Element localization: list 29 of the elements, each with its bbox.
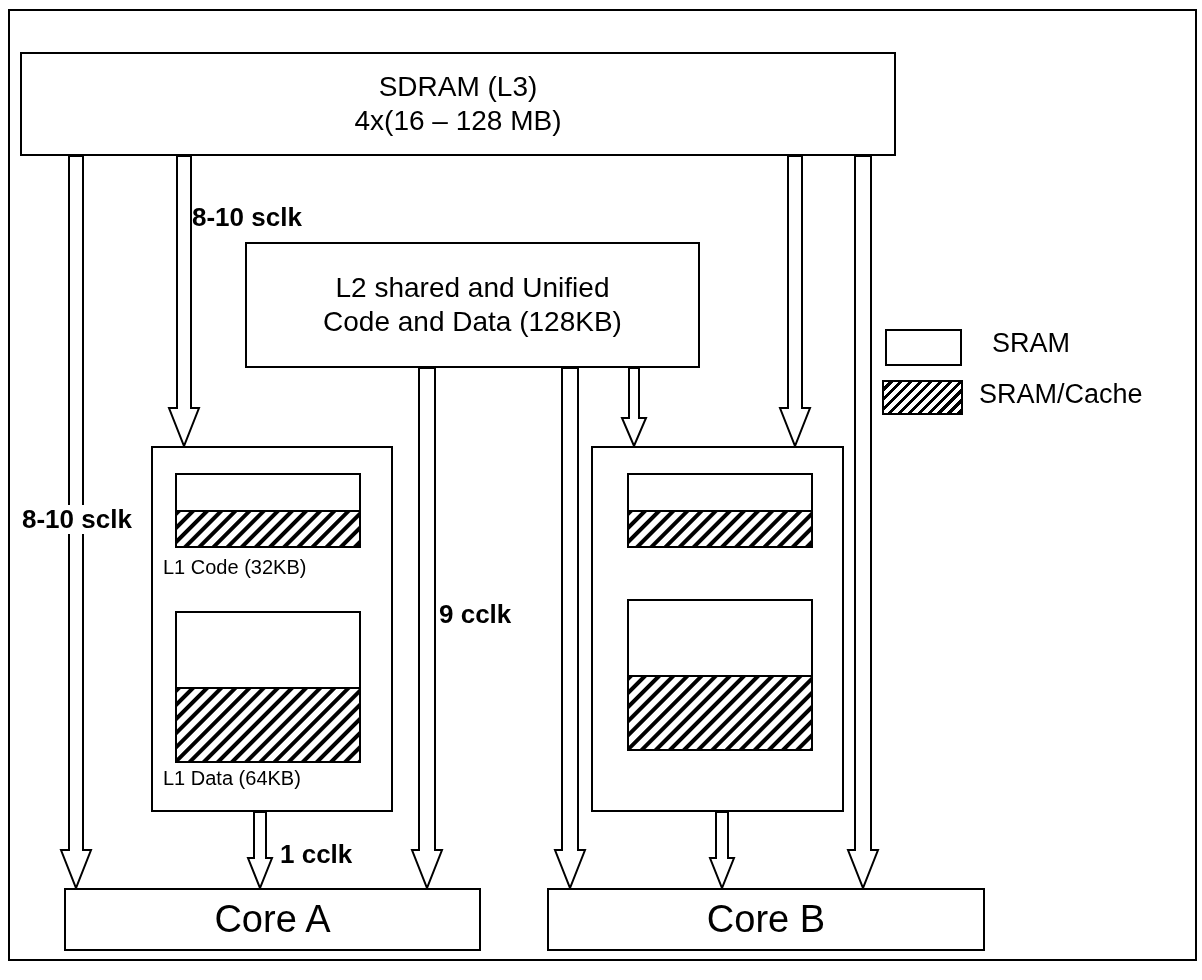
node-label: SDRAM (L3)	[378, 70, 538, 104]
memory-bank-box	[175, 611, 361, 763]
legend-label: SRAM/Cache	[979, 379, 1143, 410]
memory-bank-box	[175, 473, 361, 548]
block-arrow	[410, 367, 444, 891]
memory-bank-box	[627, 599, 813, 751]
cache-block	[151, 446, 393, 812]
block-arrow	[246, 811, 274, 891]
block-arrow	[167, 155, 201, 449]
memory-bank-box	[627, 473, 813, 548]
core-box	[64, 888, 481, 951]
block-arrow	[620, 367, 648, 449]
block-arrow	[59, 155, 93, 891]
block-arrow	[778, 155, 812, 449]
block-arrow	[846, 155, 880, 891]
block-arrow	[553, 367, 587, 891]
node-label: 4x(16 – 128 MB)	[354, 104, 562, 138]
cache-block	[591, 446, 844, 812]
legend-label: SRAM	[992, 328, 1070, 359]
node-label: Core B	[706, 896, 826, 942]
memory-box	[245, 242, 700, 368]
node-label: Core A	[214, 896, 331, 942]
edge-label: 8-10 sclk	[22, 505, 132, 534]
memory-box	[20, 52, 896, 156]
memory-caption: L1 Data (64KB)	[163, 767, 301, 790]
core-box	[547, 888, 985, 951]
node-label: L2 shared and Unified Code and Data (128KB)	[322, 271, 623, 339]
block-arrow	[708, 811, 736, 891]
memory-caption: L1 Code (32KB)	[163, 556, 307, 579]
